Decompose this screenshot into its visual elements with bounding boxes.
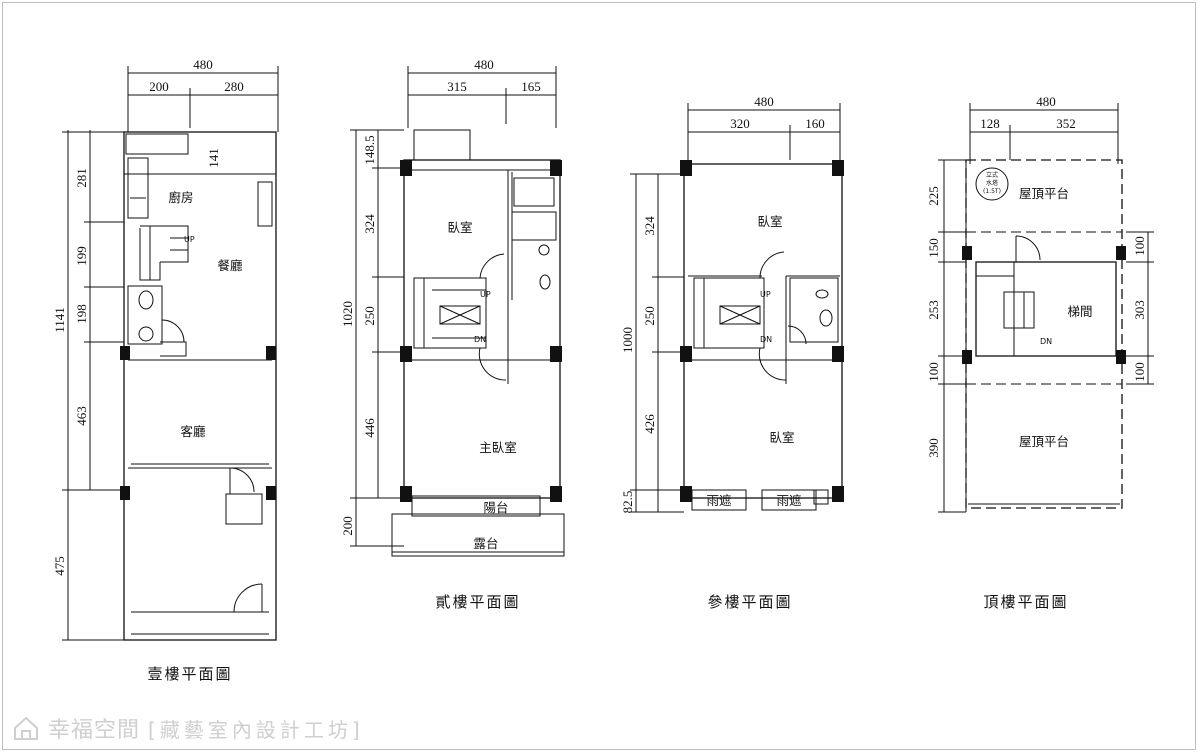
roof-tank-line-1: 立式 — [986, 171, 998, 179]
f3-caption: 參樓平面圖 — [707, 593, 792, 611]
f2-top-a: 315 — [447, 79, 467, 94]
f3-bedroom-bottom-label: 臥室 — [769, 430, 794, 445]
f3-up-label: UP — [760, 290, 771, 299]
f2-top-total: 480 — [474, 57, 494, 72]
floor1-plan — [62, 66, 279, 641]
f2-master-label: 主臥室 — [479, 440, 517, 455]
f2-left-1: 148.5 — [362, 135, 377, 164]
f2-left-5: 200 — [340, 516, 355, 536]
f2-left-2: 324 — [362, 214, 377, 234]
roof-right-2: 303 — [1132, 300, 1147, 320]
f1-up-label: UP — [184, 235, 195, 244]
roof-dn-label: DN — [1040, 337, 1052, 346]
f3-canopy-2-label: 雨遮 — [776, 493, 801, 508]
f2-left-3: 250 — [362, 306, 377, 326]
f1-living-label: 客廳 — [180, 424, 206, 439]
roof-caption: 頂樓平面圖 — [983, 593, 1068, 611]
f1-left-4: 463 — [74, 406, 89, 426]
f1-top-total: 480 — [193, 57, 213, 72]
f1-left-5: 475 — [52, 556, 67, 576]
f3-left-4: 82.5 — [620, 491, 635, 514]
floor2-plan — [350, 66, 565, 557]
f2-balcony-label: 陽台 — [483, 500, 508, 515]
roof-left-5: 390 — [926, 438, 941, 458]
f3-top-a: 320 — [730, 116, 750, 131]
house-logo-icon — [14, 716, 38, 740]
f3-left-2: 250 — [642, 306, 657, 326]
roof-plan — [938, 103, 1154, 513]
f2-left-4: 446 — [362, 418, 377, 438]
f1-kitchen-label: 廚房 — [168, 190, 193, 205]
f3-canopy-1-label: 雨遮 — [706, 493, 731, 508]
roof-left-1: 225 — [926, 186, 941, 206]
roof-left-2: 150 — [926, 238, 941, 258]
f3-dn-label: DN — [760, 335, 772, 344]
roof-left-3: 253 — [926, 300, 941, 320]
f1-top-b: 280 — [224, 79, 244, 94]
f1-left-total: 1141 — [52, 307, 67, 333]
roof-terrace-top-label: 屋頂平台 — [1019, 186, 1069, 201]
roof-top-a: 128 — [980, 116, 1000, 131]
f1-detail: 141 — [206, 148, 221, 168]
f1-left-3: 198 — [74, 304, 89, 324]
f3-bedroom-top-label: 臥室 — [757, 214, 782, 229]
roof-right-3: 100 — [1132, 362, 1147, 382]
f1-left-1: 281 — [74, 168, 89, 188]
f1-dining-label: 餐廳 — [217, 258, 243, 273]
f3-left-total: 1000 — [620, 327, 635, 353]
column-markers — [120, 160, 1126, 502]
f2-dn-label: DN — [474, 335, 486, 344]
roof-terrace-bottom-label: 屋頂平台 — [1019, 434, 1069, 449]
floor3-plan — [630, 103, 843, 513]
f1-top-a: 200 — [149, 79, 169, 94]
f1-caption: 壹樓平面圖 — [147, 665, 232, 683]
f3-top-total: 480 — [754, 94, 774, 109]
roof-right-1: 100 — [1132, 236, 1147, 256]
f2-bedroom-label: 臥室 — [447, 220, 472, 235]
f3-top-b: 160 — [805, 116, 825, 131]
roof-left-4: 100 — [926, 362, 941, 382]
roof-stair-label: 梯間 — [1067, 304, 1092, 319]
f1-left-2: 199 — [74, 246, 89, 266]
watermark: 幸福空間 [藏藝室內設計工坊] — [12, 708, 364, 748]
f3-left-3: 426 — [642, 414, 657, 434]
roof-top-total: 480 — [1036, 94, 1056, 109]
f2-left-total: 1020 — [340, 301, 355, 327]
f2-top-b: 165 — [521, 79, 541, 94]
watermark-sub: [藏藝室內設計工坊] — [148, 717, 364, 742]
roof-tank-line-2: 水塔 — [986, 179, 998, 187]
roof-tank-line-3: (1.5T) — [983, 188, 1001, 195]
f3-left-1: 324 — [642, 216, 657, 236]
f2-caption: 貳樓平面圖 — [435, 593, 520, 611]
watermark-brand: 幸福空間 — [48, 718, 141, 743]
f2-terrace-label: 露台 — [473, 536, 498, 551]
f2-up-label: UP — [480, 290, 491, 299]
roof-top-b: 352 — [1056, 116, 1076, 131]
